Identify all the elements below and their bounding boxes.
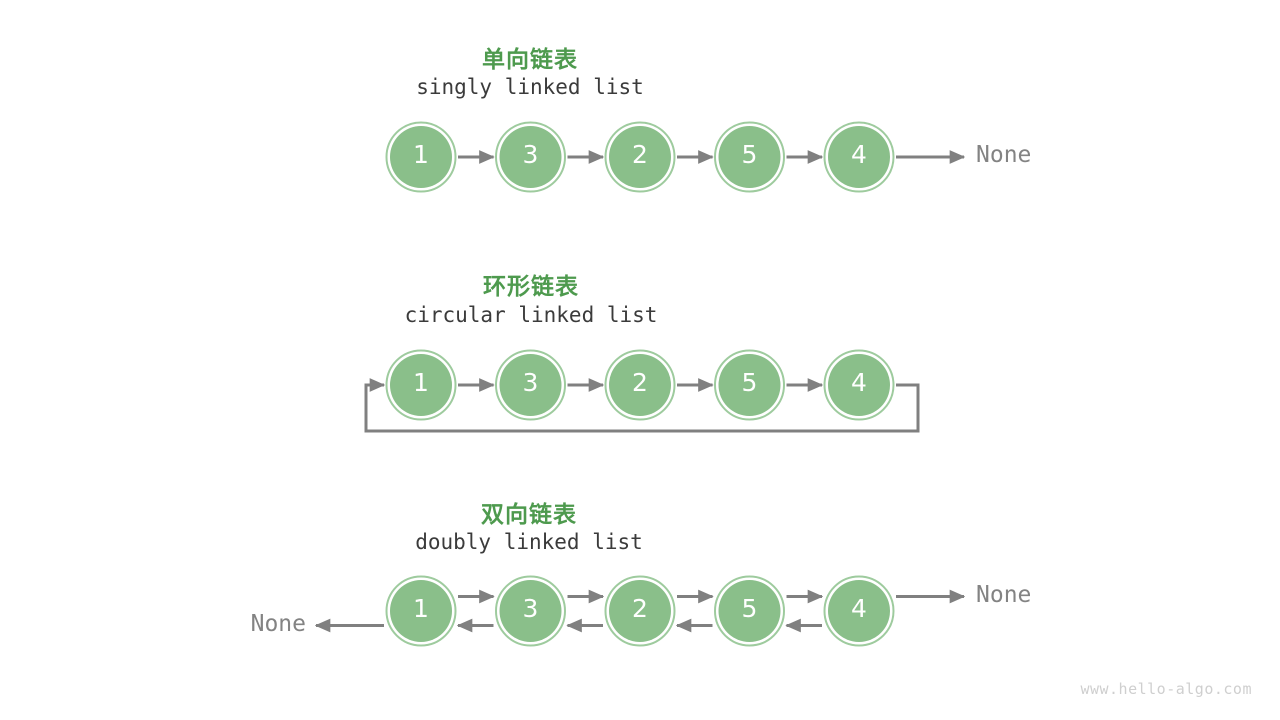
node-circle-doubly-2 [609,580,671,642]
node-doubly-1 [494,575,567,647]
loop-back-path-circular [364,378,920,433]
node-circle-circular-2 [609,354,671,416]
node-circle-circular-4 [828,354,890,416]
node-ring-singly-4 [823,121,895,193]
node-circle-doubly-4 [828,580,890,642]
node-circle-singly-2 [609,126,671,188]
node-ring-singly-1 [495,121,566,193]
node-singly-1 [494,121,567,193]
node-ring-circular-1 [495,349,566,421]
node-circular-2 [604,349,676,421]
node-ring-circular-2 [604,349,676,421]
node-ring-doubly-4 [823,575,895,647]
node-circular-4 [823,349,895,421]
node-circle-doubly-3 [718,580,781,642]
node-circle-circular-3 [718,354,781,416]
node-circle-singly-3 [718,126,781,188]
node-circular-0 [385,349,457,421]
node-circle-circular-0 [390,354,452,416]
node-circle-doubly-1 [499,580,562,642]
node-singly-2 [604,121,676,193]
node-circle-doubly-0 [390,580,452,642]
node-doubly-3 [713,575,786,647]
node-ring-circular-4 [823,349,895,421]
node-singly-0 [385,121,457,193]
node-ring-singly-3 [714,121,785,193]
node-circular-3 [713,349,786,421]
node-circle-singly-1 [499,126,562,188]
node-ring-circular-3 [714,349,785,421]
node-circle-circular-1 [499,354,562,416]
node-ring-singly-0 [385,121,457,193]
node-ring-doubly-1 [495,575,566,647]
node-circle-singly-4 [828,126,890,188]
node-ring-doubly-3 [714,575,785,647]
node-doubly-0 [385,575,457,647]
node-circular-1 [494,349,567,421]
node-doubly-2 [604,575,676,647]
node-ring-doubly-0 [385,575,457,647]
node-singly-4 [823,121,895,193]
node-ring-singly-2 [604,121,676,193]
node-doubly-4 [823,575,895,647]
node-ring-doubly-2 [604,575,676,647]
node-ring-circular-0 [385,349,457,421]
node-circle-singly-0 [390,126,452,188]
node-singly-3 [713,121,786,193]
watermark: www.hello-algo.com [1080,680,1252,698]
